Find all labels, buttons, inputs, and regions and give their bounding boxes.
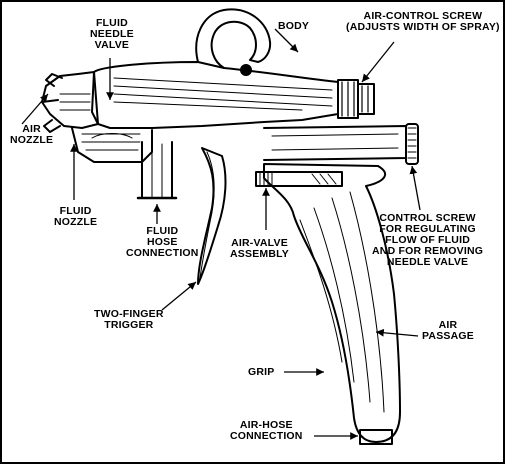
leader-control-screw [409, 165, 421, 211]
leader-air-passage [375, 328, 419, 337]
fluid-hose-tube [141, 141, 173, 199]
air-nozzle-head [41, 71, 99, 129]
body-hook [195, 8, 272, 69]
label-control-screw: CONTROL SCREW FOR REGULATING FLOW OF FLU… [372, 212, 484, 268]
air-valve-assembly [255, 171, 343, 187]
label-body: BODY [278, 20, 310, 32]
two-finger-trigger [197, 147, 227, 285]
label-air-nozzle: AIR NOZZLE [10, 123, 54, 146]
leader-two-finger-trigger [161, 281, 197, 311]
leader-air-control-screw [361, 41, 395, 83]
label-air-valve-assembly: AIR-VALVE ASSEMBLY [230, 237, 289, 260]
label-air-passage: AIR PASSAGE [422, 319, 474, 342]
label-air-hose-connection: AIR-HOSE CONNECTION [230, 419, 303, 442]
gun-grip [263, 163, 401, 443]
leader-body [274, 28, 299, 53]
label-air-control-screw: AIR-CONTROL SCREW (ADJUSTS WIDTH OF SPRA… [346, 10, 500, 33]
gun-body [91, 61, 339, 129]
fluid-control-screw [405, 123, 419, 165]
label-fluid-nozzle: FLUID NOZZLE [54, 205, 98, 228]
air-hose-fitting [359, 429, 393, 445]
leader-air-nozzle [21, 93, 49, 125]
label-fluid-needle-valve: FLUID NEEDLE VALVE [90, 17, 134, 51]
label-grip: GRIP [248, 366, 275, 378]
label-fluid-hose-connection: FLUID HOSE CONNECTION [126, 225, 199, 259]
label-two-finger-trigger: TWO-FINGER TRIGGER [94, 308, 164, 331]
